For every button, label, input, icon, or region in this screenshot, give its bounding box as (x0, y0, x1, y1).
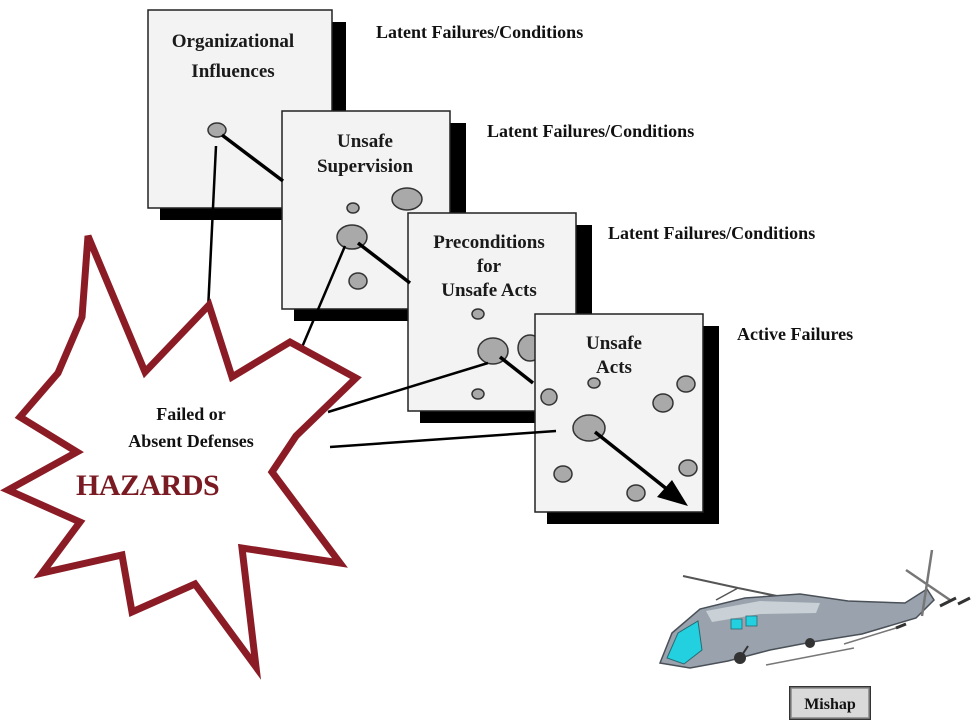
side-label-supervision: Latent Failures/Conditions (487, 121, 694, 141)
hole (207, 122, 227, 138)
mishap-face (790, 687, 870, 719)
hole (540, 388, 558, 406)
hazards-label: HAZARDS (76, 469, 219, 502)
hole (391, 187, 423, 211)
star-text-line: Failed or (156, 404, 226, 424)
mishap-box: Mishap (789, 686, 871, 720)
hole (676, 375, 696, 393)
mishap-label: Mishap (804, 696, 856, 713)
hole (553, 465, 573, 483)
panel-title-line: Unsafe (586, 333, 642, 354)
trajectory-path (220, 133, 670, 492)
side-label-preconditions: Latent Failures/Conditions (608, 223, 815, 243)
panel-title-line: Acts (596, 357, 632, 378)
arrow-head-icon (657, 480, 688, 506)
hazard-star: Failed or Absent Defenses HAZARDS (0, 234, 362, 680)
star-text-line: Absent Defenses (128, 431, 254, 451)
hole (348, 272, 368, 290)
hole (587, 377, 601, 389)
hole (626, 484, 646, 502)
panel-title-line: Influences (191, 61, 274, 82)
helicopter-icon (658, 549, 971, 669)
panel-title-line: for (477, 256, 502, 277)
hole (471, 308, 485, 320)
panel-title-line: Supervision (317, 156, 414, 177)
panel-title-line: Unsafe Acts (441, 280, 537, 301)
hole (346, 202, 360, 214)
side-label-acts: Active Failures (737, 324, 853, 344)
hole (471, 388, 485, 400)
side-label-organizational: Latent Failures/Conditions (376, 22, 583, 42)
hole (678, 459, 698, 477)
panel-acts: Unsafe Acts (534, 313, 719, 524)
panel-title-line: Preconditions (433, 232, 545, 253)
hole (652, 393, 674, 413)
panel-title-line: Organizational (172, 31, 294, 52)
star-outline (0, 234, 362, 680)
panel-title-line: Unsafe (337, 131, 393, 152)
